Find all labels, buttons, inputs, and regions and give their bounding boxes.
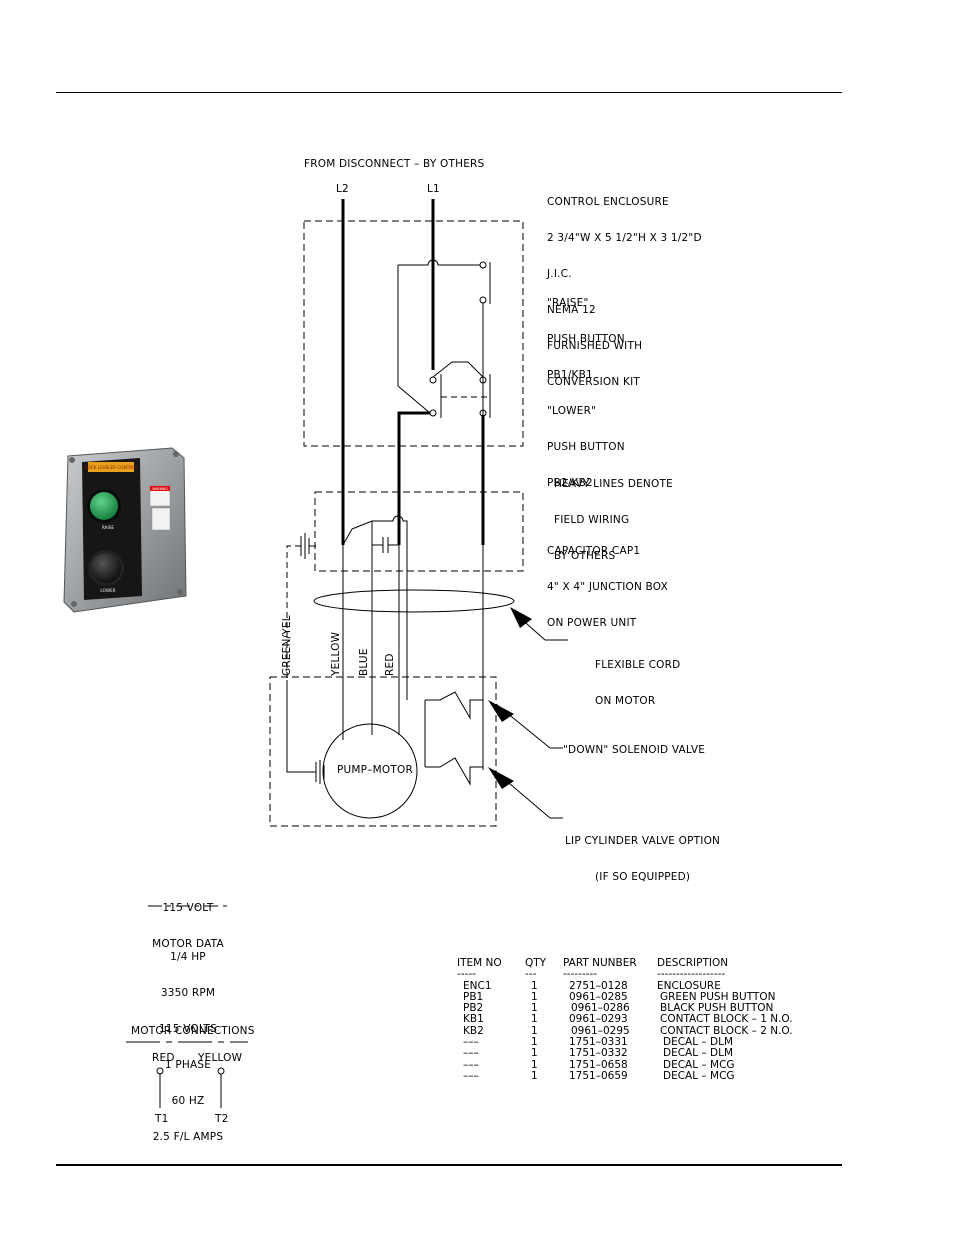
terminal-wire-yellow: YELLOW: [198, 1052, 243, 1064]
parts-header-row: ITEM NO QTY PART NUNBER DESCRIPTION: [457, 957, 793, 969]
green-raise-button: [90, 492, 118, 520]
photo-warning-label: WARNING: [152, 487, 168, 491]
capacitor-note: CAPACITOR CAP1 4" X 4" JUNCTION BOX ON P…: [547, 545, 668, 629]
wire-label-red: RED: [384, 653, 396, 676]
wire-label-green-yel: GREEN/YEL: [281, 615, 293, 676]
photo-raise-label: RAISE: [102, 525, 114, 530]
motor-connections-title: MOTOR CONNECTIONS: [131, 1025, 255, 1037]
pump-motor-label: PUMP–MOTOR: [337, 764, 413, 776]
wire-label-blue: BLUE: [358, 648, 370, 676]
col-qty: QTY: [525, 957, 547, 969]
motor-data-title: 115 VOLT MOTOR DATA: [152, 902, 224, 950]
control-enclosure-box: [303, 220, 524, 447]
motor-data-specs: 1/4 HP 3350 RPM 115 VOLTS 1 PHASE 60 HZ …: [152, 951, 224, 1143]
lip-cylinder-note: LIP CYLINDER VALVE OPTION (IF SO EQUIPPE…: [565, 835, 721, 883]
raise-note: "RAISE" PUSH BUTTON PB1/KB1: [547, 297, 625, 381]
photo-lower-label: LOWER: [100, 588, 115, 593]
terminal-t1: T1: [155, 1113, 169, 1125]
col-part-number: PART NUNBER: [563, 957, 637, 969]
terminal-t2: T2: [215, 1113, 229, 1125]
top-rule: [56, 92, 842, 93]
heavy-lines-note: HEAVY LINES DENOTE FIELD WIRING BY OTHER…: [554, 478, 673, 562]
wire-label-yellow: YELLOW: [330, 631, 342, 676]
lower-note: "LOWER" PUSH BUTTON PB2/KB2: [547, 405, 625, 489]
flexible-cord-ellipse: [313, 589, 515, 613]
black-lower-button: [91, 553, 121, 583]
l2-label: L2: [336, 183, 349, 195]
motor-enclosure-box: [269, 676, 497, 827]
enclosure-note: CONTROL ENCLOSURE 2 3/4"W X 5 1/2"H X 3 …: [547, 196, 702, 388]
control-station-photo: DOCK LEVELER CONTROL WARNING RAISE LOWER: [63, 447, 187, 613]
solenoid-note: "DOWN" SOLENOID VALVE: [563, 744, 706, 756]
parts-list-table: ITEM NO QTY PART NUNBER DESCRIPTION ----…: [457, 957, 793, 1082]
col-item-no: ITEM NO: [457, 957, 502, 969]
photo-device-label: DOCK LEVELER CONTROL: [84, 465, 138, 470]
col-description: DESCRIPTION: [657, 957, 729, 969]
bottom-rule: [56, 1164, 842, 1166]
pump-motor-circle: [322, 723, 418, 819]
junction-box: [314, 491, 524, 572]
cord-note: FLEXIBLE CORD ON MOTOR: [595, 659, 681, 707]
parts-underline-row: ----- --- --------- ------------------: [457, 968, 726, 981]
l1-label: L1: [427, 183, 440, 195]
terminal-wire-red: RED: [152, 1052, 175, 1064]
source-label: FROM DISCONNECT – BY OTHERS: [304, 158, 485, 170]
